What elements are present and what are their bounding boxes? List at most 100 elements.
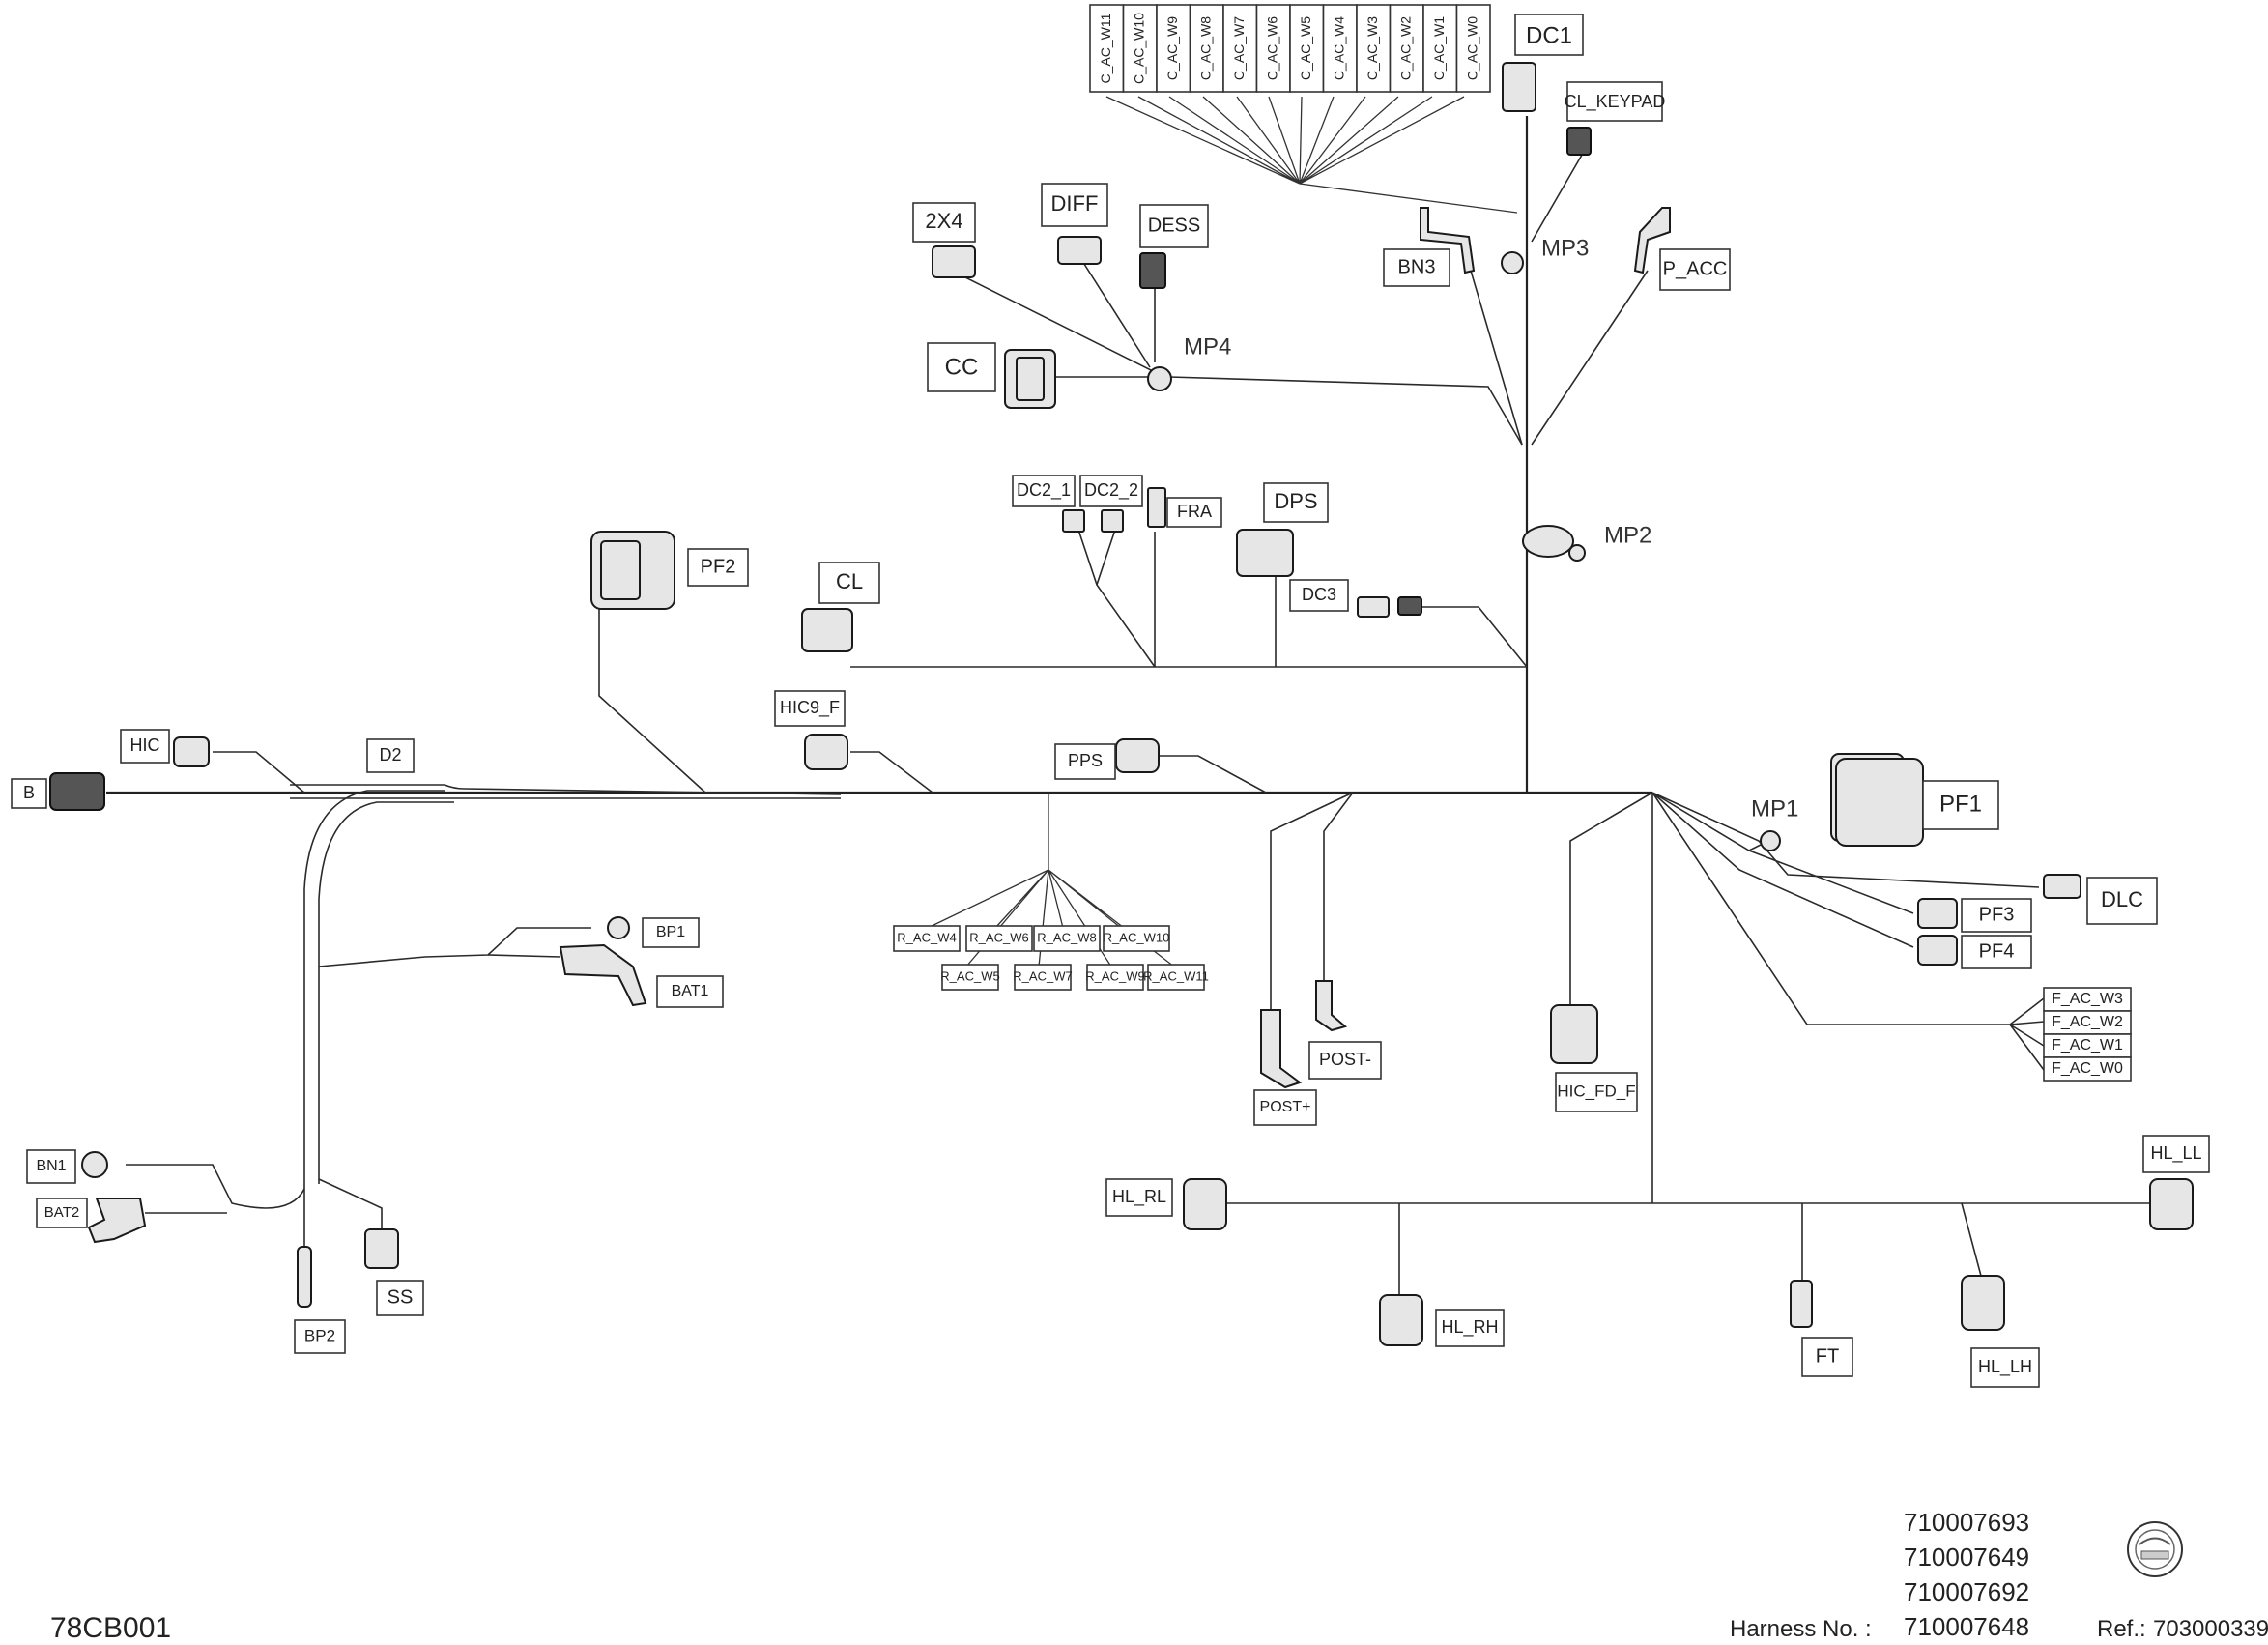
dc1-connector-icon [1502, 62, 1536, 112]
r-ac-label: R_AC_W6 [969, 930, 1028, 944]
r-ac-label: R_AC_W11 [1143, 968, 1209, 983]
bn1-ring-icon [81, 1151, 108, 1178]
bat1-branch [487, 954, 561, 958]
mp1-clip-icon [1760, 830, 1781, 851]
r-ac-label: R_AC_W7 [1013, 968, 1072, 983]
b-label: B [23, 783, 35, 802]
dps-connector-icon [1236, 529, 1294, 577]
connectors [49, 62, 2194, 1346]
pf2-branch [598, 590, 706, 794]
c-ac-label-box [1156, 4, 1191, 93]
bn3-branch [1470, 270, 1523, 446]
ref-number: 703000339 [2153, 1616, 2268, 1642]
ref-label: Ref.: [2097, 1616, 2146, 1642]
dc2-2-label: DC2_2 [1084, 480, 1138, 501]
hl-rh-label: HL_RH [1441, 1317, 1498, 1338]
2x4-label: 2X4 [925, 209, 962, 233]
c-ac-label: C_AC_W6 [1264, 16, 1279, 80]
f-ac-label: F_AC_W2 [2052, 1014, 2123, 1030]
mp1-label: MP1 [1751, 795, 1798, 822]
f-ac-label-box [2043, 1056, 2132, 1082]
r-ac-label-box [1086, 964, 1144, 991]
hl-lh-label: HL_LH [1978, 1357, 2032, 1377]
r-ac-label: R_AC_W5 [940, 968, 999, 983]
dess-connector-icon [1139, 252, 1166, 289]
fra-connector-icon [1147, 487, 1166, 528]
cl-keypad-connector-icon [1566, 127, 1592, 156]
f-ac-fan [2009, 997, 2045, 1071]
mp4-clip-icon [1147, 366, 1172, 391]
2x4-connector-icon [932, 245, 976, 278]
p-acc-label: P_ACC [1663, 258, 1728, 279]
r-ac-label: R_AC_W10 [1104, 930, 1170, 944]
cl-connector-icon [801, 608, 853, 652]
pps-connector-icon [1115, 738, 1160, 773]
bp1-branch [318, 927, 591, 967]
f-ac-label-box [2043, 987, 2132, 1012]
diff-branch [1081, 260, 1151, 368]
harness-label: Harness No. : [1730, 1616, 1872, 1642]
harness-number-2: 710007649 [1904, 1543, 2030, 1572]
hl-rl-label: HL_RL [1112, 1187, 1166, 1207]
r-ac-label-box [1014, 964, 1072, 991]
dc2-1-label: DC2_1 [1017, 480, 1071, 501]
bp2-label: BP2 [304, 1326, 335, 1344]
bn1-branch [126, 1164, 305, 1209]
c-ac-label-box [1422, 4, 1458, 93]
c-ac-label: C_AC_W1 [1431, 16, 1447, 80]
cc-label: CC [945, 354, 979, 380]
c-ac-label: C_AC_W11 [1098, 13, 1113, 83]
p-acc-terminal-icon [1633, 207, 1671, 274]
bp2-terminal-icon [297, 1246, 312, 1308]
post-minus-terminal-icon [1315, 980, 1348, 1032]
c-ac-label-box [1289, 4, 1325, 93]
post-plus-terminal-icon [1260, 1009, 1303, 1089]
diff-label: DIFF [1051, 191, 1099, 216]
r-ac-fan [927, 793, 1175, 967]
c-ac-label-box [1356, 4, 1392, 93]
harness-number-1: 710007693 [1904, 1508, 2030, 1537]
bn3-label: BN3 [1398, 256, 1436, 277]
pps-branch [1160, 755, 1267, 794]
dess-label: DESS [1148, 215, 1200, 236]
hic9-f-connector-icon [804, 734, 848, 770]
dps-label: DPS [1274, 489, 1317, 513]
pf1-label: PF1 [1939, 791, 1982, 817]
p-acc-branch [1531, 270, 1649, 446]
dlc-connector-icon [2043, 874, 2081, 899]
post-minus-branch [1323, 792, 1354, 986]
c-ac-fan [1105, 96, 1518, 214]
d2-bundle-wire [290, 784, 842, 795]
hl-lh-connector-icon [1961, 1275, 2005, 1331]
mp2-eye-icon [1568, 544, 1586, 562]
ss-label: SS [388, 1286, 414, 1308]
dlc-label: DLC [2101, 887, 2143, 911]
bp1-label: BP1 [656, 924, 685, 940]
diff-connector-icon [1057, 236, 1102, 265]
b-connector-icon [49, 772, 105, 811]
r-ac-label-box [965, 925, 1033, 952]
hic-fd-f-branch [1569, 792, 1653, 1005]
f-ac-label: F_AC_W0 [2052, 1060, 2123, 1077]
dc3-connector-icon [1357, 596, 1390, 618]
cc-connector-icon [1004, 349, 1056, 409]
c-ac-label: C_AC_W4 [1331, 16, 1346, 80]
c-ac-label: C_AC_W7 [1231, 16, 1247, 80]
mp3-clip-icon [1501, 251, 1524, 274]
dc2-1-connector-icon [1062, 509, 1085, 533]
f-ac-label: F_AC_W3 [2052, 991, 2123, 1007]
dc3-branch [1421, 606, 1528, 668]
mp2-loop-icon [1522, 525, 1574, 558]
hic9-f-label: HIC9_F [780, 698, 840, 718]
r-ac-label-box [1103, 925, 1170, 952]
c-ac-label-box [1222, 4, 1258, 93]
harness-number-3: 710007692 [1904, 1577, 2030, 1606]
hic-fd-f-connector-icon [1550, 1004, 1598, 1064]
c-ac-label: C_AC_W3 [1364, 16, 1380, 80]
bn3-terminal-icon [1420, 207, 1476, 274]
c-ac-label: C_AC_W0 [1464, 16, 1479, 80]
mp4-to-trunk [1168, 376, 1523, 446]
keypad-branch [1531, 149, 1586, 243]
f-ac-label-box [2043, 1033, 2132, 1058]
ss-branch [318, 1178, 383, 1232]
